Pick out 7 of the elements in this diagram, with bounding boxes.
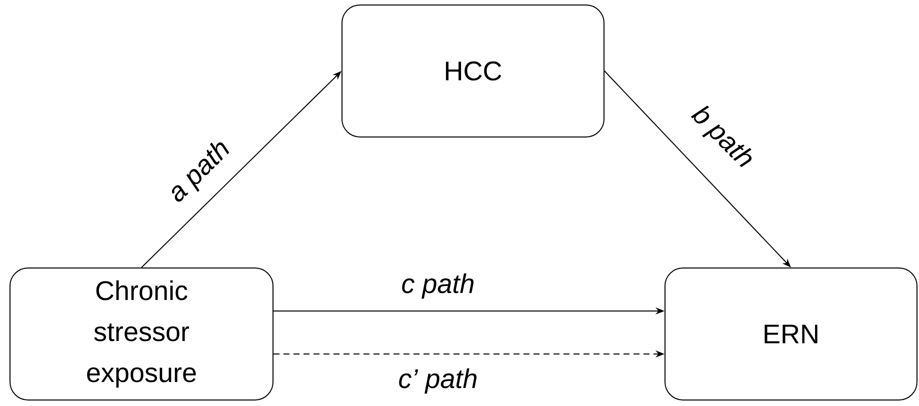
edge-label: c’ path bbox=[397, 367, 479, 395]
process-box: Chronic stressor exposure bbox=[10, 267, 274, 400]
edge-label: b path bbox=[685, 101, 759, 175]
process-box: HCC bbox=[342, 4, 604, 138]
arrow bbox=[141, 71, 342, 268]
process-box: ERN bbox=[664, 267, 918, 400]
edge-label: c path bbox=[400, 272, 476, 300]
